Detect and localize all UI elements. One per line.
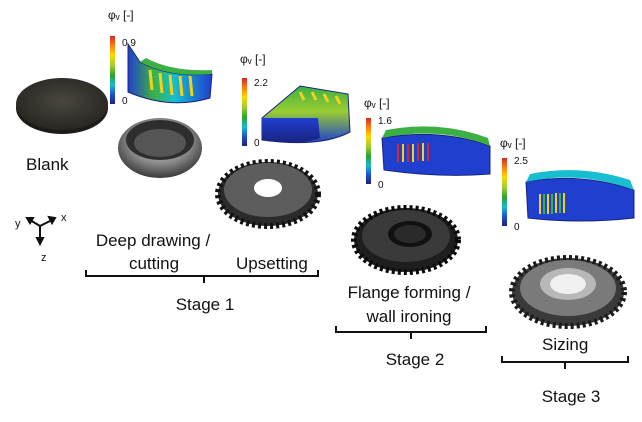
axis-label-z: z <box>41 252 47 264</box>
label-wall-ironing: wall ironing <box>366 307 452 326</box>
sized-gear <box>509 255 627 329</box>
label-stage-1: Stage 1 <box>175 295 235 314</box>
flange-formed-gear <box>351 205 461 275</box>
scale-2-title: φᵥ [-] <box>240 52 266 66</box>
label-deep-drawing: Deep drawing / <box>95 231 211 250</box>
fem-section-4 <box>525 170 635 222</box>
scale-1-max: 0.9 <box>122 38 136 49</box>
scale-1-bar <box>110 36 115 104</box>
bracket-stage-2 <box>335 326 487 339</box>
label-sizing: Sizing <box>542 335 589 354</box>
scale-1-title: φᵥ [-] <box>108 8 134 22</box>
scale-4-min: 0 <box>514 222 520 233</box>
label-upsetting: Upsetting <box>236 254 308 273</box>
scale-3: φᵥ [-] 1.6 0 <box>364 96 404 196</box>
fem-section-3 <box>381 126 491 176</box>
axis-label-x: x <box>61 212 67 224</box>
coordinate-axes <box>25 215 57 247</box>
label-stage-2: Stage 2 <box>385 350 445 369</box>
scale-3-min: 0 <box>378 180 384 191</box>
scale-2-bar <box>242 78 247 146</box>
scale-3-max: 1.6 <box>378 116 392 127</box>
bracket-stage-1 <box>85 270 319 283</box>
blank-disk <box>16 78 108 134</box>
scale-3-bar <box>366 118 371 184</box>
label-flange-forming: Flange forming / <box>347 283 471 302</box>
scale-1: φᵥ [-] 0.9 0 <box>108 8 148 108</box>
label-cutting: cutting <box>128 254 180 273</box>
scale-3-title: φᵥ [-] <box>364 96 390 110</box>
axis-label-y: y <box>15 218 21 230</box>
scale-2-max: 2.2 <box>254 78 268 89</box>
scale-4-title: φᵥ [-] <box>500 136 526 150</box>
fem-section-2 <box>261 85 351 144</box>
bracket-stage-3 <box>501 356 629 369</box>
scale-1-min: 0 <box>122 96 128 107</box>
scale-4-bar <box>502 158 507 226</box>
fem-section-1 <box>127 42 213 104</box>
scale-2: φᵥ [-] 2.2 0 <box>240 52 280 152</box>
scale-4-max: 2.5 <box>514 156 528 167</box>
upset-gear <box>215 159 321 229</box>
label-stage-3: Stage 3 <box>541 387 601 406</box>
deep-drawn-cup <box>118 118 202 178</box>
scale-4: φᵥ [-] 2.5 0 <box>500 136 540 236</box>
scale-2-min: 0 <box>254 138 260 149</box>
label-blank: Blank <box>26 155 69 174</box>
